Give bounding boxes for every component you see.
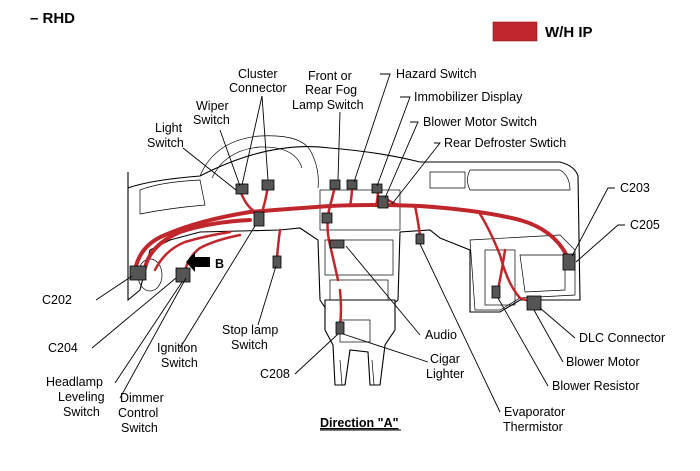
label-ignition-switch: Ignition Switch: [157, 341, 201, 370]
label-c202: C202: [42, 293, 72, 307]
label-c203: C203: [620, 181, 650, 195]
variant-title: – RHD: [30, 10, 75, 27]
label-cigar-lighter: Cigar Lighter: [426, 352, 464, 381]
label-dimmer-control-switch: Dimmer Control Switch: [118, 391, 167, 435]
label-light-switch: Light Switch: [147, 121, 186, 150]
label-c205: C205: [630, 218, 660, 232]
leader-lines: [91, 73, 625, 413]
label-c204: C204: [48, 341, 78, 355]
component-labels: Cluster Connector Wiper Switch Light Swi…: [42, 67, 665, 435]
connector-blocks: [129, 179, 576, 335]
legend-label: W/H IP: [545, 24, 593, 41]
label-immobilizer-display: Immobilizer Display: [414, 90, 523, 104]
label-rear-defroster-switch: Rear Defroster Swtich: [444, 136, 566, 150]
label-wiper-switch: Wiper Switch: [193, 99, 232, 127]
label-cluster-connector: Cluster Connector: [229, 67, 287, 95]
label-dlc-connector: DLC Connector: [579, 331, 665, 345]
label-blower-motor-switch: Blower Motor Switch: [423, 115, 537, 129]
label-blower-resistor: Blower Resistor: [552, 379, 640, 393]
arrow-b-label: B: [215, 257, 224, 271]
label-stop-lamp-switch: Stop lamp Switch: [222, 323, 282, 352]
legend-swatch: [492, 21, 538, 42]
label-headlamp-leveling-switch: Headlamp Leveling Switch: [46, 375, 108, 419]
label-hazard-switch: Hazard Switch: [396, 67, 477, 81]
label-evaporator-thermistor: Evaporator Thermistor: [503, 405, 569, 434]
label-c208: C208: [260, 367, 290, 381]
direction-a-label: Direction "A": [320, 416, 399, 430]
label-blower-motor: Blower Motor: [566, 355, 640, 369]
label-audio: Audio: [425, 328, 457, 342]
direction-b-arrow: B: [186, 252, 224, 272]
label-fog-lamp-switch: Front or Rear Fog Lamp Switch: [292, 69, 364, 112]
